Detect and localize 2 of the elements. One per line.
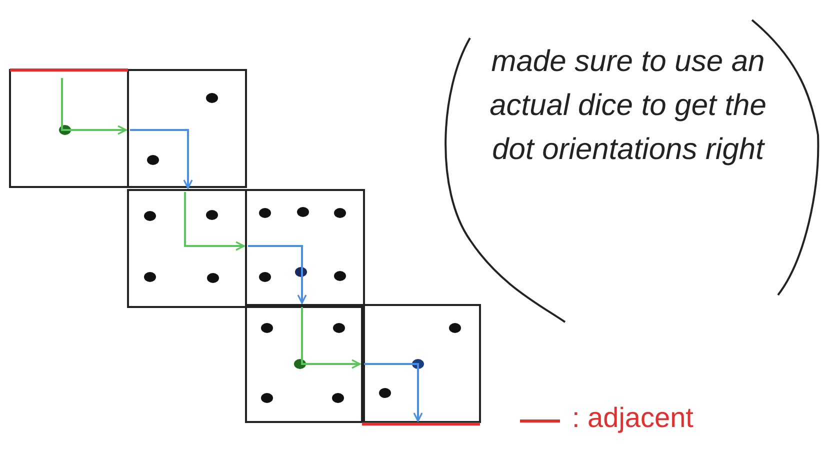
- legend-text: : adjacent: [572, 402, 694, 434]
- note-text: made sure to use an actual dice to get the dot orientations right: [488, 44, 768, 168]
